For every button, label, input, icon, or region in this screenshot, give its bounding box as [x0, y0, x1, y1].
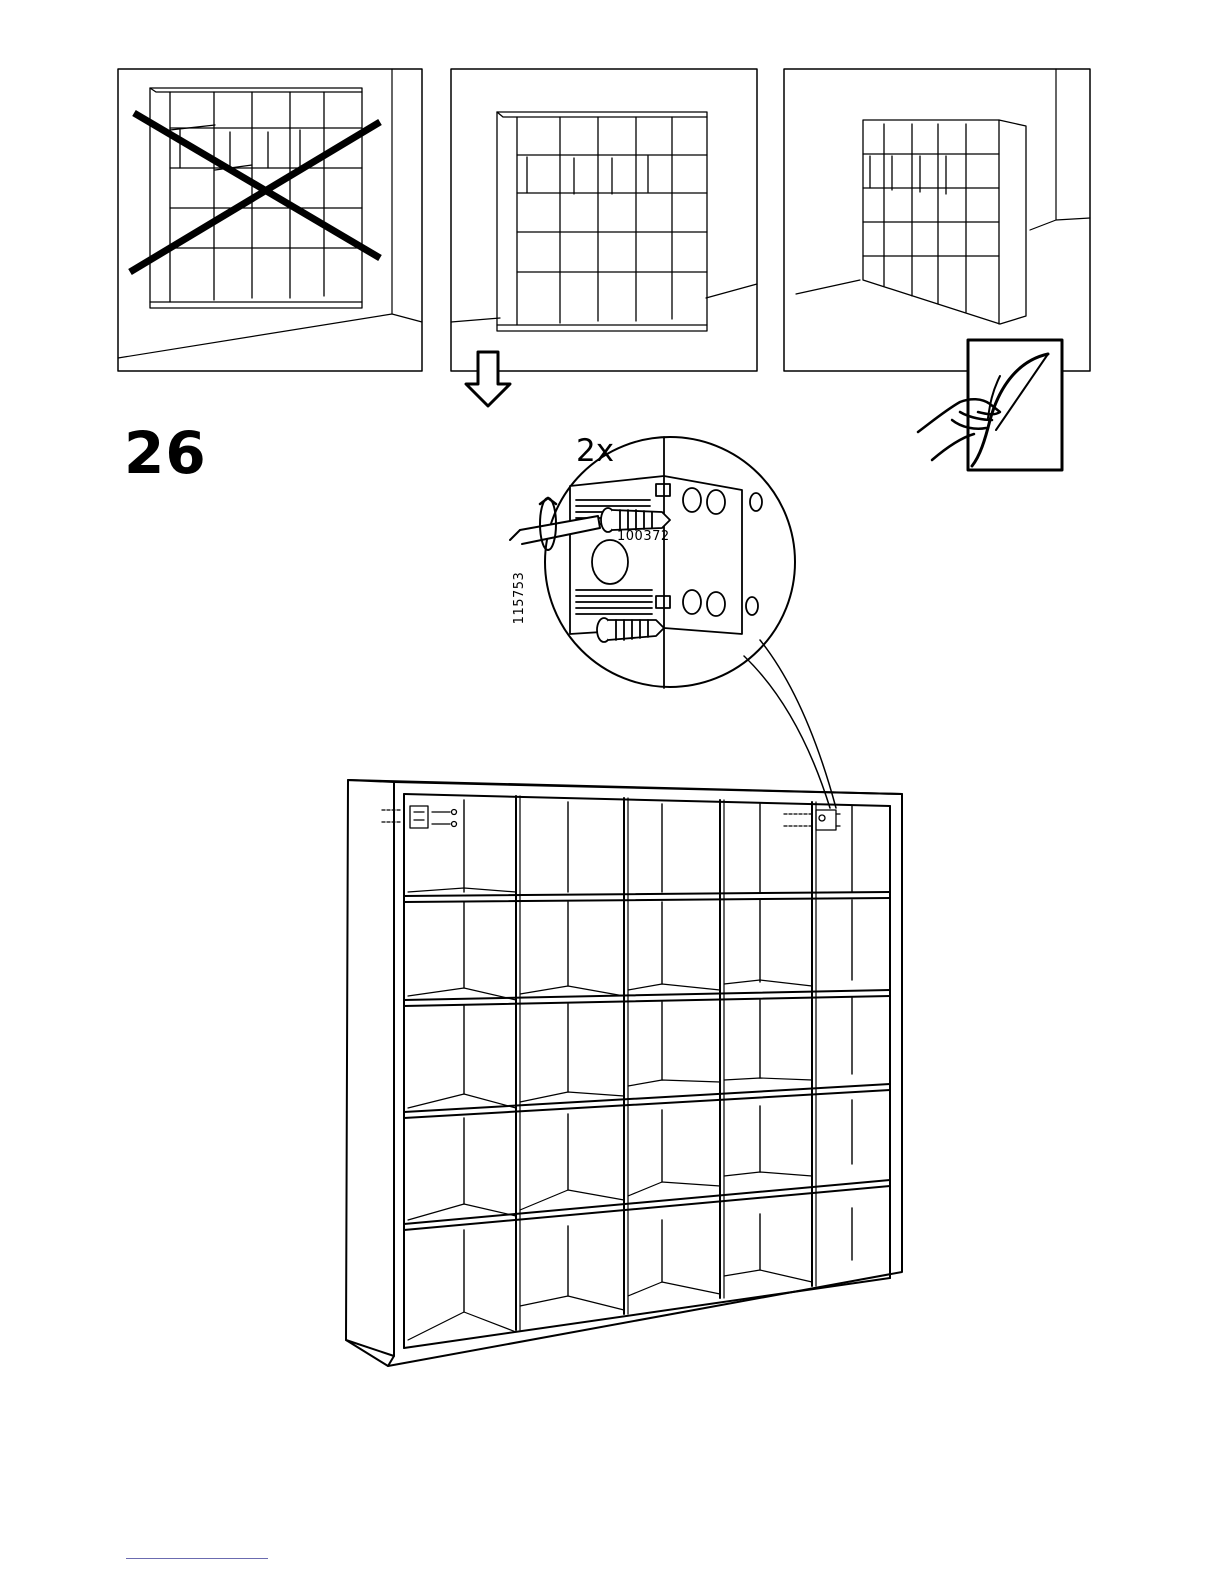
screw-part-number: 100372	[617, 529, 670, 544]
read-instructions-icon	[918, 340, 1062, 470]
panel-corner	[784, 69, 1090, 470]
shelf-mini-2	[497, 112, 707, 331]
bracket-part-number: 115753	[512, 563, 527, 633]
bracket-part	[570, 476, 762, 634]
step-number: 26	[124, 424, 207, 482]
footer-divider	[126, 1558, 268, 1559]
panel-incorrect	[118, 69, 422, 371]
down-arrow-icon	[466, 352, 510, 406]
panel-wall	[451, 69, 757, 371]
zoom-detail	[510, 437, 836, 808]
main-shelf	[346, 780, 902, 1366]
quantity-label: 2x	[576, 436, 614, 467]
shelf-mini-3	[863, 120, 1026, 324]
